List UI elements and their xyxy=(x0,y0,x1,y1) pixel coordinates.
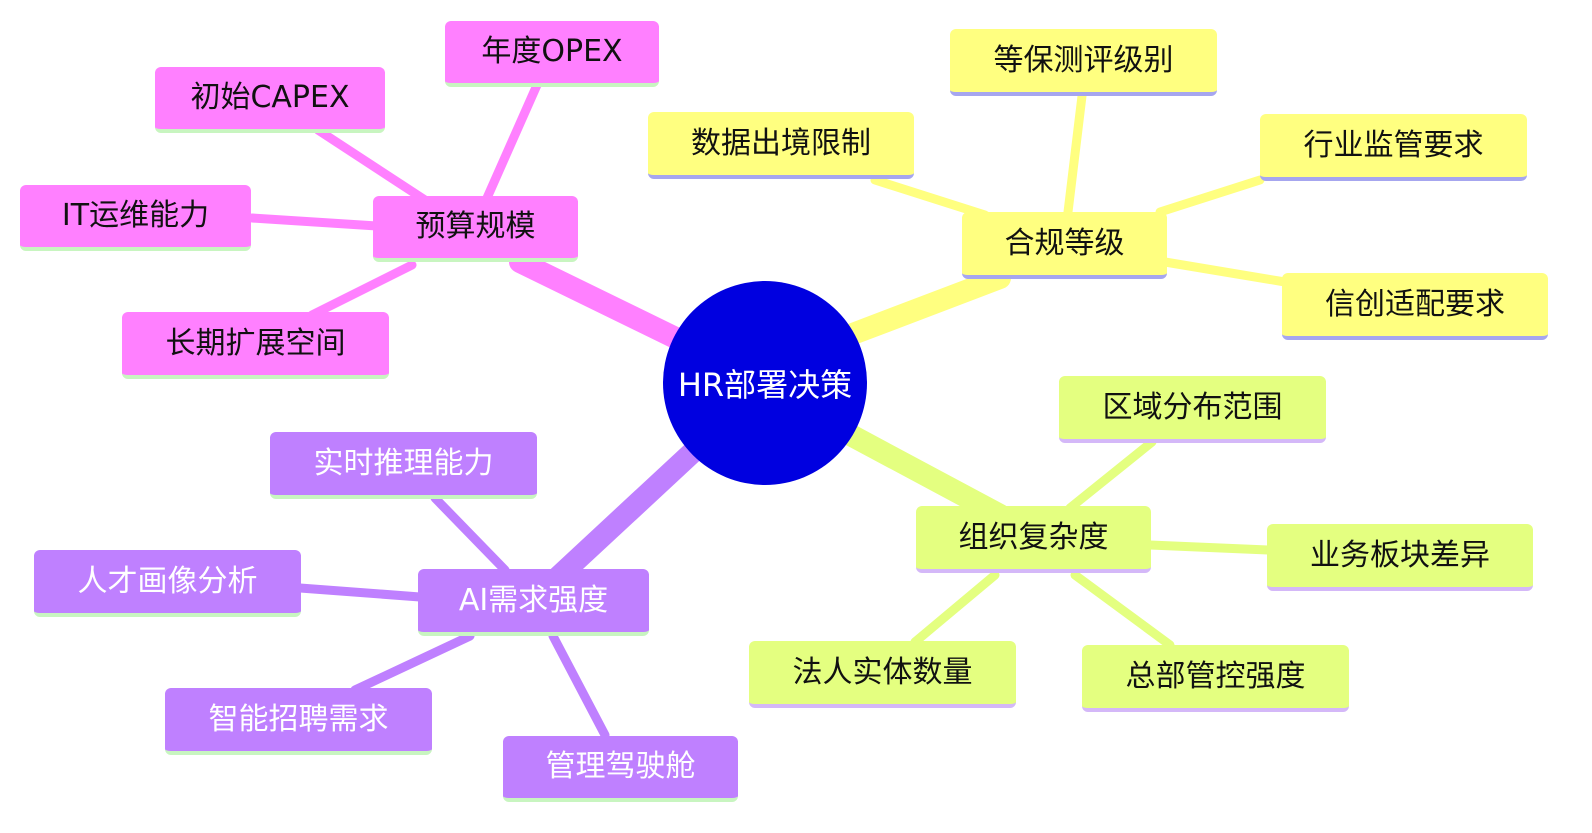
node-realtime-inference[interactable]: 实时推理能力 xyxy=(270,432,537,499)
node-industry-regulation-label: 行业监管要求 xyxy=(1303,127,1484,163)
node-realtime-inference-label: 实时推理能力 xyxy=(313,445,494,481)
node-initial-capex-label: 初始CAPEX xyxy=(190,80,350,115)
node-legal-entities[interactable]: 法人实体数量 xyxy=(749,641,1016,708)
node-it-ops[interactable]: IT运维能力 xyxy=(20,185,251,251)
node-budget-label: 预算规模 xyxy=(415,209,536,244)
node-smart-recruit[interactable]: 智能招聘需求 xyxy=(165,688,432,755)
link-ai-recruit xyxy=(350,631,475,695)
link-budget-expand xyxy=(307,260,417,320)
link-compliance-data xyxy=(870,175,990,220)
link-center-ai xyxy=(544,439,706,591)
node-it-ops-label: IT运维能力 xyxy=(61,198,210,233)
node-xinchuang[interactable]: 信创适配要求 xyxy=(1282,273,1548,340)
link-org-hq xyxy=(1070,570,1175,650)
link-center-compliance xyxy=(839,267,1011,346)
node-industry-regulation[interactable]: 行业监管要求 xyxy=(1260,114,1527,181)
link-center-org xyxy=(834,421,1011,526)
node-data-export[interactable]: 数据出境限制 xyxy=(648,112,914,179)
link-budget-capex xyxy=(313,125,430,205)
node-annual-opex[interactable]: 年度OPEX xyxy=(445,21,659,87)
link-compliance-industry xyxy=(1155,175,1265,217)
node-talent-profile-label: 人才画像分析 xyxy=(77,563,258,599)
link-org-business xyxy=(1145,540,1273,555)
center-node[interactable]: HR部署决策 xyxy=(663,281,867,485)
center-label: HR部署决策 xyxy=(677,366,853,404)
node-xinchuang-label: 信创适配要求 xyxy=(1325,286,1505,322)
node-business-units[interactable]: 业务板块差异 xyxy=(1267,524,1533,591)
link-compliance-level xyxy=(1063,91,1087,217)
node-data-export-label: 数据出境限制 xyxy=(691,125,871,161)
link-ai-cockpit xyxy=(548,631,610,740)
node-budget[interactable]: 预算规模 xyxy=(373,196,578,262)
node-security-level[interactable]: 等保测评级别 xyxy=(950,29,1217,96)
node-org-complexity[interactable]: 组织复杂度 xyxy=(916,506,1151,573)
node-compliance[interactable]: 合规等级 xyxy=(962,212,1167,279)
link-org-entities xyxy=(910,570,1000,647)
node-business-units-label: 业务板块差异 xyxy=(1310,537,1490,573)
node-legal-entities-label: 法人实体数量 xyxy=(792,654,973,690)
node-ai-demand[interactable]: AI需求强度 xyxy=(418,569,649,636)
node-region[interactable]: 区域分布范围 xyxy=(1059,376,1326,443)
node-security-level-label: 等保测评级别 xyxy=(993,42,1174,78)
node-compliance-label: 合规等级 xyxy=(1004,225,1125,261)
node-hq-control[interactable]: 总部管控强度 xyxy=(1082,645,1349,712)
link-compliance-xinchuang xyxy=(1160,257,1290,287)
node-talent-profile[interactable]: 人才画像分析 xyxy=(34,550,301,617)
link-budget-opex xyxy=(482,80,542,203)
link-ai-realtime xyxy=(430,493,510,575)
link-org-region xyxy=(1065,437,1157,513)
link-center-budget xyxy=(509,251,701,356)
link-ai-talent xyxy=(295,583,425,602)
node-long-term-expansion[interactable]: 长期扩展空间 xyxy=(122,312,389,379)
node-region-label: 区域分布范围 xyxy=(1102,389,1283,425)
node-initial-capex[interactable]: 初始CAPEX xyxy=(155,67,385,133)
node-ai-demand-label: AI需求强度 xyxy=(458,582,609,618)
node-management-cockpit[interactable]: 管理驾驶舱 xyxy=(503,736,738,802)
node-long-term-expansion-label: 长期扩展空间 xyxy=(165,325,346,361)
node-smart-recruit-label: 智能招聘需求 xyxy=(208,701,389,737)
node-management-cockpit-label: 管理驾驶舱 xyxy=(545,749,696,784)
node-hq-control-label: 总部管控强度 xyxy=(1125,658,1306,694)
node-org-complexity-label: 组织复杂度 xyxy=(958,519,1109,555)
link-budget-itops xyxy=(247,213,382,231)
node-annual-opex-label: 年度OPEX xyxy=(481,34,623,69)
